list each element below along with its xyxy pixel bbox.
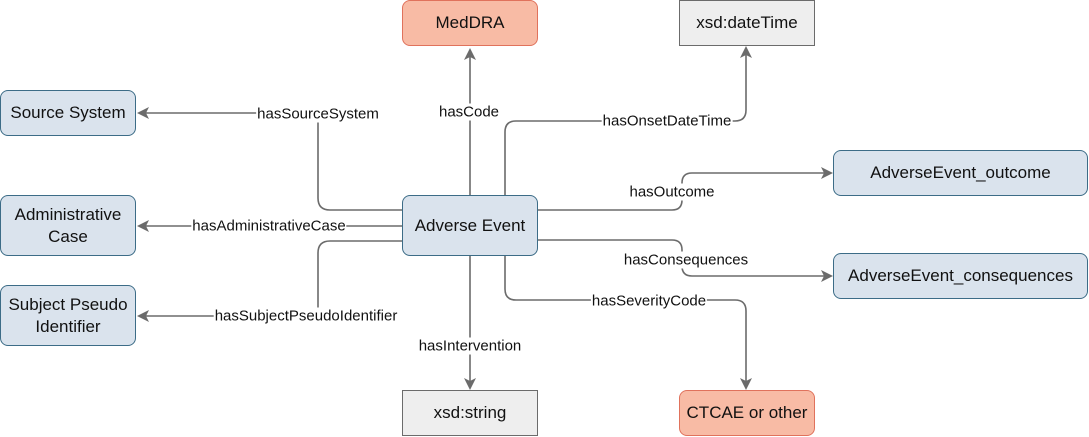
edge-label-hasAdministrativeCase: hasAdministrativeCase	[191, 217, 347, 235]
node-adverseevent-outcome[interactable]: AdverseEvent_outcome	[833, 150, 1088, 196]
edge-label-hasOnsetDateTime: hasOnsetDateTime	[601, 112, 733, 130]
node-label: xsd:string	[433, 403, 507, 422]
edge-label-hasSubjectPseudoIdentifier: hasSubjectPseudoIdentifier	[213, 307, 399, 325]
node-adverse-event[interactable]: Adverse Event	[402, 195, 538, 256]
node-label: Administrative Case	[14, 204, 122, 246]
edge-label-hasConsequences: hasConsequences	[622, 251, 750, 269]
edge-label-hasSourceSystem: hasSourceSystem	[256, 105, 380, 123]
node-meddra[interactable]: MedDRA	[402, 0, 538, 46]
edge-label-hasIntervention: hasIntervention	[417, 337, 523, 355]
node-adverseevent-consequences[interactable]: AdverseEvent_consequences	[833, 253, 1088, 299]
node-source-system[interactable]: Source System	[0, 90, 136, 136]
node-label: Source System	[10, 103, 126, 122]
node-label: AdverseEvent_consequences	[848, 266, 1073, 285]
node-subject-pseudo-identifier[interactable]: Subject Pseudo Identifier	[0, 285, 136, 346]
node-label: MedDRA	[435, 13, 505, 32]
edge-label-hasSeverityCode: hasSeverityCode	[590, 292, 708, 310]
edge-hasSourceSystem	[137, 107, 402, 211]
node-label: xsd:dateTime	[696, 13, 798, 32]
node-label: Subject Pseudo Identifier	[8, 294, 128, 336]
node-xsd-string[interactable]: xsd:string	[402, 390, 538, 436]
node-label: AdverseEvent_outcome	[870, 163, 1051, 182]
node-administrative-case[interactable]: Administrative Case	[0, 195, 136, 256]
edge-label-hasCode: hasCode	[437, 103, 501, 121]
node-label: CTCAE or other	[686, 403, 808, 422]
edge-label-hasOutcome: hasOutcome	[628, 183, 716, 201]
node-xsd-datetime[interactable]: xsd:dateTime	[679, 0, 815, 46]
edge-hasSubjectPseudoIdentifier	[137, 240, 402, 322]
node-label: Adverse Event	[414, 215, 526, 235]
node-ctcae-or-other[interactable]: CTCAE or other	[679, 390, 815, 436]
